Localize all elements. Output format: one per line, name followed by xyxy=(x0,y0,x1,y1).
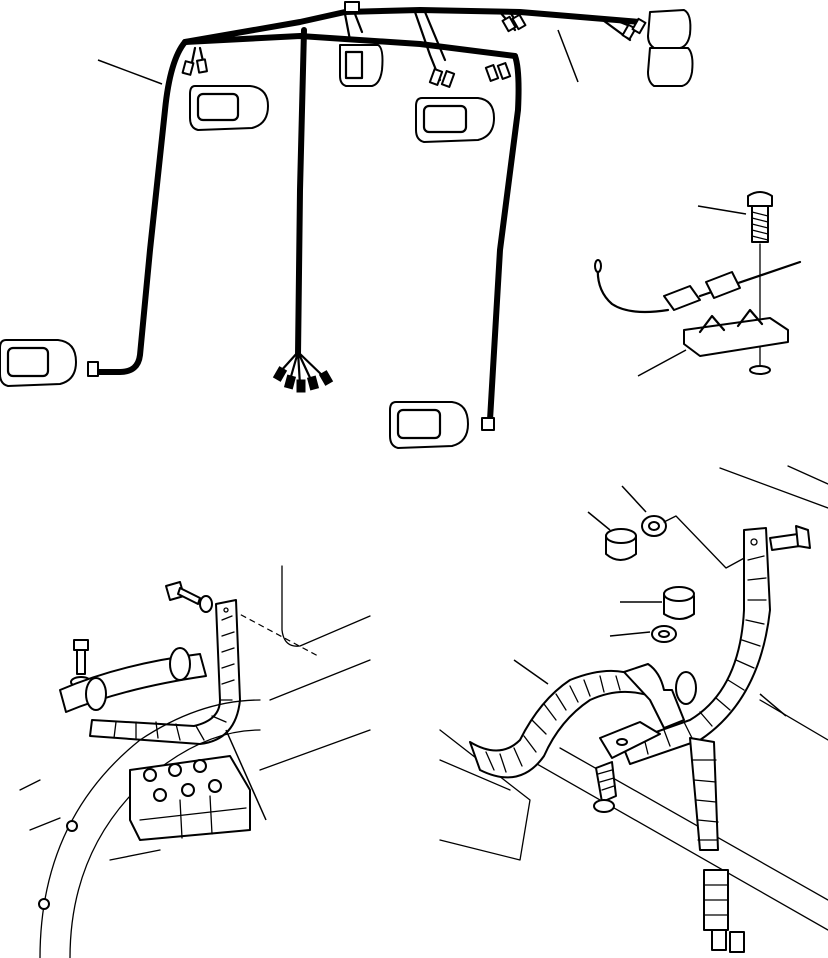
leader-line xyxy=(557,29,579,83)
connector-fan xyxy=(272,350,334,393)
lamp-icon xyxy=(0,85,495,449)
bolt-icon xyxy=(747,191,773,243)
clip-icon xyxy=(683,308,789,357)
clip-detail xyxy=(594,191,802,377)
harness-center-leg xyxy=(295,27,307,358)
harness-main-trunk xyxy=(182,7,643,45)
nut-icon xyxy=(663,586,695,620)
connector-icon xyxy=(663,271,741,311)
hose-fitting xyxy=(599,663,697,759)
leader-line xyxy=(97,59,163,85)
leader-line xyxy=(609,631,651,637)
washer-icon xyxy=(749,365,771,375)
leader-line xyxy=(637,349,687,377)
frame-edge xyxy=(259,565,371,771)
connector-icon xyxy=(87,1,647,431)
corrugated-hose-icon xyxy=(469,669,729,931)
harness-cross-trunk xyxy=(182,33,518,59)
bolt-icon xyxy=(165,581,213,613)
bolt-icon xyxy=(593,761,617,813)
washer-icon xyxy=(651,625,677,643)
lamp-icon xyxy=(339,9,694,87)
clip-wire xyxy=(596,260,802,314)
harness-left-leg xyxy=(93,39,188,375)
ground-strap-right-detail xyxy=(439,465,828,953)
ground-strap-icon xyxy=(621,527,771,765)
leader-line xyxy=(697,205,747,215)
valve-block xyxy=(129,755,251,841)
mount-axis xyxy=(231,609,319,657)
nut-icon xyxy=(605,528,637,561)
bolt-icon xyxy=(769,525,811,551)
leader-line xyxy=(587,511,611,531)
harness-right-leg xyxy=(487,53,522,423)
leader-line xyxy=(225,729,267,821)
washer-icon xyxy=(641,515,667,537)
leader-line xyxy=(513,659,549,685)
harness-assembly xyxy=(0,1,694,449)
leader-line xyxy=(759,693,787,717)
leader-line xyxy=(621,485,647,513)
body-panel xyxy=(439,465,828,931)
ground-strap-left-detail xyxy=(19,565,371,958)
connector-icon xyxy=(711,929,745,953)
